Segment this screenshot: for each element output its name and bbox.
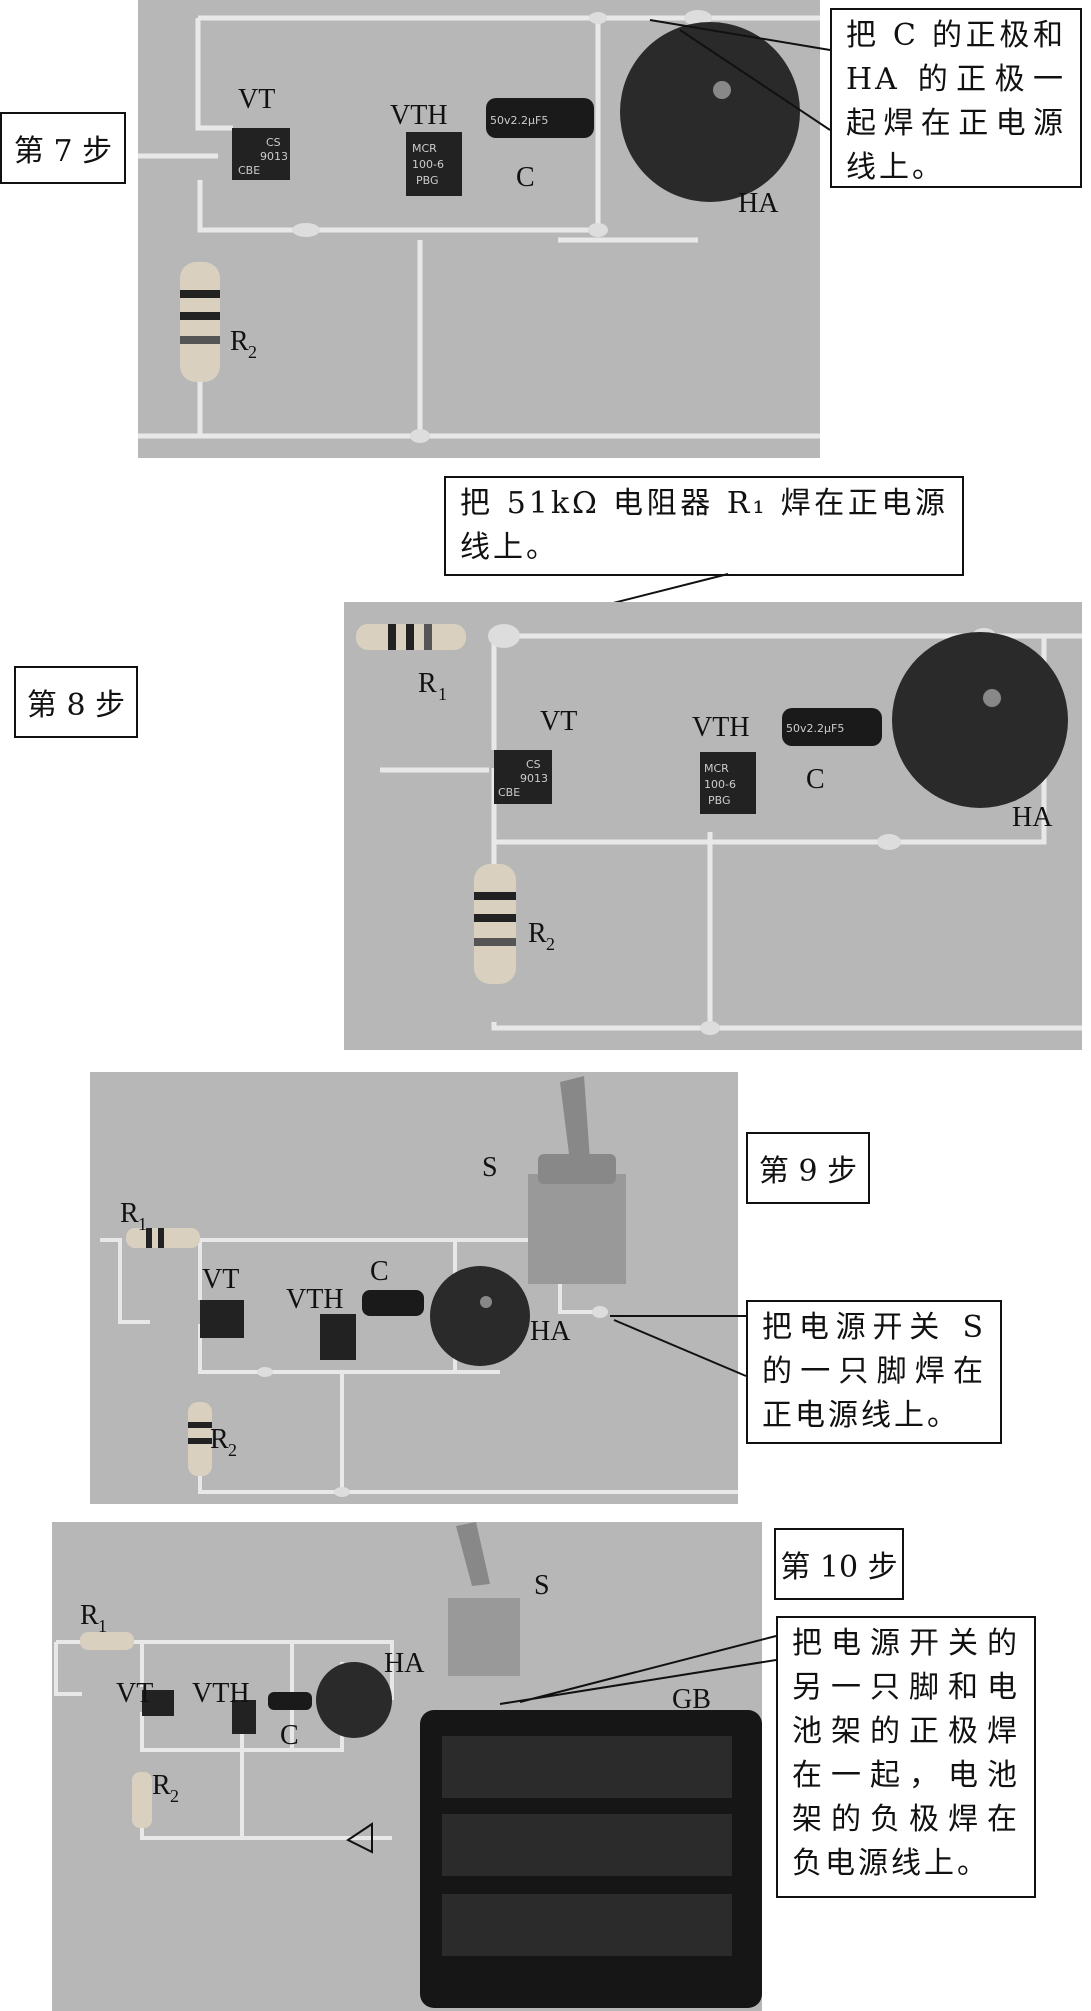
svg-text:HA: HA — [738, 188, 779, 219]
vt-transistor — [494, 750, 552, 804]
svg-text:9013: 9013 — [260, 150, 288, 163]
vth-thyristor — [700, 752, 756, 814]
capacitor-c — [782, 708, 882, 746]
svg-text:C: C — [516, 162, 535, 193]
svg-text:100-6: 100-6 — [704, 778, 736, 791]
svg-text:VTH: VTH — [286, 1284, 344, 1315]
svg-text:2: 2 — [228, 1440, 237, 1460]
switch-s — [448, 1598, 520, 1676]
buzzer-ha — [430, 1266, 530, 1366]
svg-text:PBG: PBG — [416, 174, 439, 187]
svg-text:MCR: MCR — [704, 762, 729, 775]
svg-text:VTH: VTH — [692, 712, 750, 743]
svg-text:R: R — [80, 1600, 99, 1631]
svg-text:C: C — [370, 1256, 389, 1287]
step7-circuit: CS 9013 CBE MCR 100-6 PBG 50v2.2μF5 VT V… — [138, 10, 820, 443]
step7-photo: CS 9013 CBE MCR 100-6 PBG 50v2.2μF5 VT V… — [138, 0, 820, 458]
step10-callout-lines — [499, 1635, 777, 1705]
svg-text:VT: VT — [238, 84, 275, 115]
svg-text:PBG: PBG — [708, 794, 731, 807]
svg-text:VTH: VTH — [192, 1678, 250, 1709]
svg-text:S: S — [482, 1152, 498, 1183]
vt-transistor — [200, 1300, 244, 1338]
step9-callout-lines — [610, 1315, 747, 1377]
buzzer-ha — [892, 632, 1068, 808]
svg-text:9013: 9013 — [520, 772, 548, 785]
svg-text:CS: CS — [266, 136, 281, 149]
svg-text:S: S — [534, 1570, 550, 1601]
svg-text:1: 1 — [98, 1616, 107, 1636]
svg-text:C: C — [280, 1720, 299, 1751]
svg-text:R: R — [210, 1424, 229, 1455]
step8-note: 把 51kΩ 电阻器 R₁ 焊在正电源线上。 — [444, 476, 964, 576]
svg-text:MCR: MCR — [412, 142, 437, 155]
pointer-triangle-icon — [346, 1822, 373, 1854]
step7-label: 第 7 步 — [0, 112, 126, 184]
step8-label: 第 8 步 — [14, 666, 138, 738]
svg-text:R: R — [120, 1198, 139, 1229]
capacitor-c — [268, 1692, 312, 1710]
svg-text:CS: CS — [526, 758, 541, 771]
svg-text:50v2.2μF5: 50v2.2μF5 — [490, 114, 548, 127]
svg-text:100-6: 100-6 — [412, 158, 444, 171]
vth-thyristor — [320, 1314, 356, 1360]
vth-thyristor — [232, 1700, 256, 1734]
vth-thyristor — [406, 132, 462, 196]
vt-transistor — [142, 1690, 174, 1716]
svg-text:1: 1 — [438, 684, 447, 704]
vt-transistor — [232, 128, 290, 180]
step7-callout-lines — [649, 19, 831, 131]
svg-text:VT: VT — [116, 1678, 153, 1709]
step7-note: 把 C 的正极和 HA 的正极一起焊在正电源线上。 — [830, 8, 1082, 188]
svg-text:C: C — [806, 764, 825, 795]
svg-text:50v2.2μF5: 50v2.2μF5 — [786, 722, 844, 735]
capacitor-c — [362, 1290, 424, 1316]
svg-text:2: 2 — [248, 342, 257, 362]
svg-text:HA: HA — [384, 1648, 425, 1679]
switch-s — [528, 1174, 626, 1284]
svg-text:VT: VT — [540, 706, 577, 737]
svg-text:R: R — [528, 918, 547, 949]
svg-text:CBE: CBE — [498, 786, 520, 799]
step9-note: 把电源开关 S 的一只脚焊在正电源线上。 — [746, 1300, 1002, 1444]
svg-text:R: R — [418, 668, 437, 699]
svg-text:VTH: VTH — [390, 100, 448, 131]
svg-text:2: 2 — [546, 934, 555, 954]
step10-label: 第 10 步 — [774, 1528, 904, 1600]
step9-label: 第 9 步 — [746, 1132, 870, 1204]
buzzer-ha — [316, 1662, 392, 1738]
resistor-r1 — [80, 1632, 134, 1650]
svg-text:HA: HA — [530, 1316, 571, 1347]
svg-text:VT: VT — [202, 1264, 239, 1295]
svg-text:2: 2 — [170, 1786, 179, 1806]
resistor-r2 — [132, 1772, 152, 1828]
svg-text:GB: GB — [672, 1684, 711, 1715]
capacitor-c — [486, 98, 594, 138]
svg-text:CBE: CBE — [238, 164, 260, 177]
svg-text:R: R — [230, 326, 249, 357]
svg-text:HA: HA — [1012, 802, 1053, 833]
buzzer-ha — [620, 22, 800, 202]
step10-note: 把电源开关的另一只脚和电池架的正极焊在一起，电池架的负极焊在负电源线上。 — [776, 1616, 1036, 1898]
resistor-r2 — [180, 262, 220, 382]
svg-text:R: R — [152, 1770, 171, 1801]
resistor-r2 — [474, 864, 516, 984]
svg-text:1: 1 — [138, 1214, 147, 1234]
